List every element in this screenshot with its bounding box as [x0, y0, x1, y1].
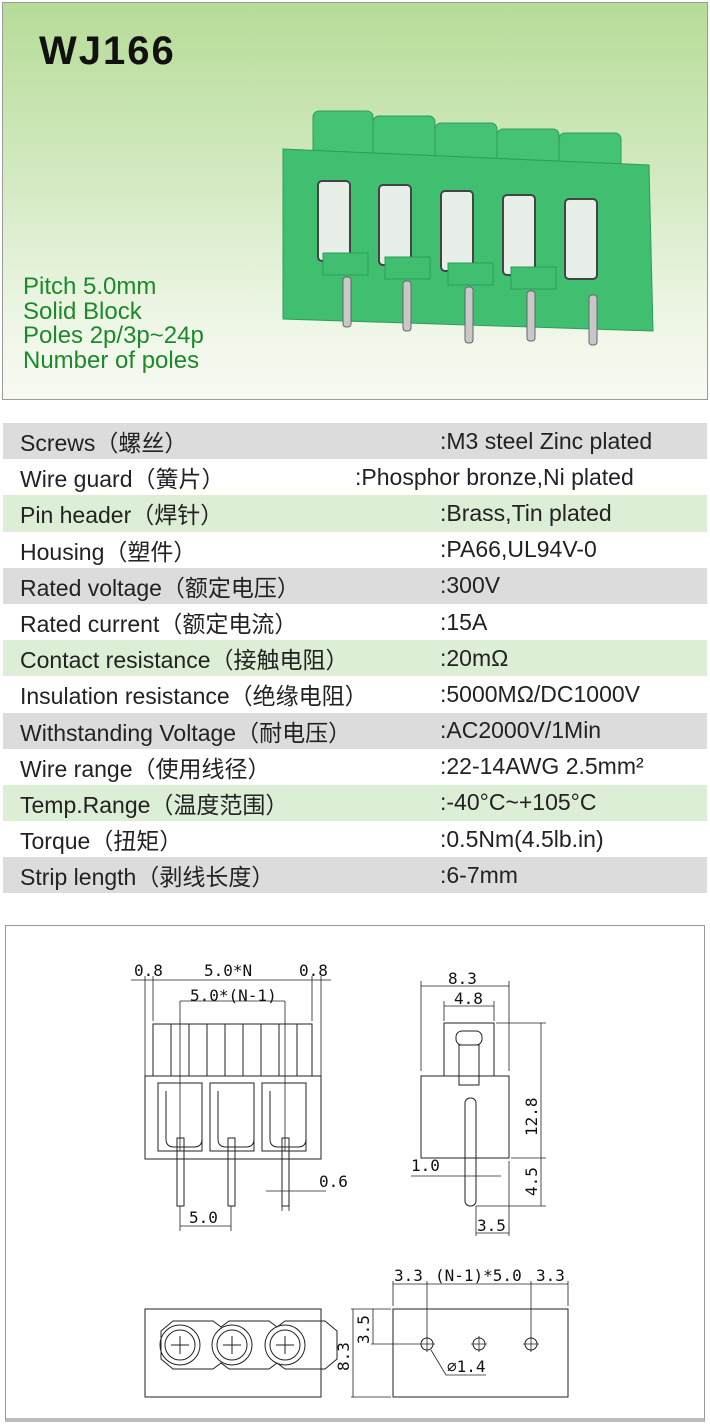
feature-number: Number of poles: [23, 346, 200, 374]
dim-side-pin-width: 1.0: [411, 1156, 440, 1175]
spec-row: Strip length（剥线长度） :6-7mm: [3, 857, 707, 894]
spec-label: Wire range（使用线径）: [20, 755, 271, 782]
side-view: [411, 981, 546, 1236]
terminal-block-photo: [282, 110, 654, 346]
feature-block: Solid Block: [23, 297, 142, 325]
spec-value: :M3 steel Zinc plated: [440, 427, 653, 454]
dim-front-pitch: 5.0: [189, 1208, 218, 1227]
dim-front-span: 5.0*(N-1): [190, 986, 277, 1005]
spec-value: :6-7mm: [440, 861, 518, 888]
dim-bottom-depth: 8.3: [334, 1342, 353, 1371]
spec-value: :15A: [440, 608, 488, 635]
dim-side-pin-length: 4.5: [522, 1167, 541, 1196]
dim-front-total: 5.0*N: [204, 961, 252, 980]
spec-value: :5000MΩ/DC1000V: [440, 680, 641, 707]
dim-bottom-edge-right: 3.3: [536, 1266, 565, 1285]
spec-value: :0.5Nm(4.5lb.in): [440, 825, 604, 852]
spec-row: Housing（塑件） :PA66,UL94V-0: [3, 532, 707, 568]
dim-side-pin-position: 3.5: [477, 1216, 506, 1235]
dim-front-edge-left: 0.8: [134, 961, 163, 980]
spec-label: Pin header（焊针）: [20, 502, 224, 529]
spec-row: Contact resistance（接触电阻） :20mΩ: [3, 640, 707, 677]
dim-bottom-edge-left: 3.3: [394, 1266, 423, 1285]
spec-value: :20mΩ: [440, 644, 509, 671]
dim-front-pin: 0.6: [319, 1172, 348, 1191]
bottom-view: [351, 1281, 569, 1398]
spec-label: Torque（扭矩）: [20, 828, 183, 855]
dim-bottom-hole-offset: 3.5: [354, 1315, 373, 1344]
spec-value: :AC2000V/1Min: [440, 717, 602, 744]
spec-row: Wire range（使用线径） :22-14AWG 2.5mm²: [3, 749, 707, 785]
spec-row: Insulation resistance（绝缘电阻） :5000MΩ/DC100…: [3, 676, 707, 712]
top-view: [144, 1308, 338, 1398]
dim-front-edge-right: 0.8: [299, 961, 328, 980]
dim-bottom-span: (N-1)*5.0: [435, 1266, 522, 1285]
spec-value: :Phosphor bronze,Ni plated: [355, 463, 634, 490]
spec-value: :300V: [440, 572, 501, 599]
product-hero-panel: WJ166 Pitch 5.0mm Solid Block Poles 2p/3…: [2, 2, 708, 400]
dim-side-width: 8.3: [448, 969, 477, 988]
spec-row: Rated voltage（额定电压） :300V: [3, 567, 707, 604]
spec-row: Rated current（额定电流） :15A: [3, 604, 707, 640]
feature-pitch: Pitch 5.0mm: [23, 273, 157, 300]
spec-row: Withstanding Voltage（耐电压） :AC2000V/1Min: [3, 712, 707, 749]
spec-label: Housing（塑件）: [20, 538, 197, 565]
feature-poles: Poles 2p/3p~24p: [23, 322, 204, 349]
spec-value: :Brass,Tin plated: [440, 499, 612, 526]
spec-label: Strip length（剥线长度）: [20, 864, 275, 891]
spec-label: Contact resistance（接触电阻）: [20, 647, 349, 674]
front-view: [131, 976, 331, 1231]
spec-value: :22-14AWG 2.5mm²: [440, 753, 644, 780]
spec-row: Torque（扭矩） :0.5Nm(4.5lb.in): [3, 821, 707, 857]
spec-row: Temp.Range（温度范围） :-40°C~+105°C: [3, 784, 707, 822]
dim-side-top-width: 4.8: [454, 989, 483, 1008]
spec-label: Wire guard（簧片）: [20, 466, 225, 493]
spec-label: Temp.Range（温度范围）: [20, 791, 289, 818]
dim-side-height: 12.8: [522, 1097, 541, 1136]
spec-label: Rated voltage（额定电压）: [20, 574, 300, 601]
spec-label: Screws（螺丝）: [20, 430, 188, 457]
spec-label: Rated current（额定电流）: [20, 611, 298, 638]
model-title: WJ166: [39, 29, 176, 73]
spec-label: Withstanding Voltage（耐电压）: [20, 719, 352, 746]
spec-value: :-40°C~+105°C: [440, 789, 597, 816]
dimension-drawing: 0.8 5.0*N 0.8 5.0*(N-1) 5.0 0.6 8.3 4.8 …: [131, 961, 569, 1398]
feature-list: Pitch 5.0mm Solid Block Poles 2p/3p~24p …: [23, 273, 204, 374]
spec-row: Wire guard（簧片） :Phosphor bronze,Ni plated: [3, 459, 707, 495]
spec-label: Insulation resistance（绝缘电阻）: [20, 683, 368, 710]
spec-row: Screws（螺丝） :M3 steel Zinc plated: [3, 423, 707, 460]
spec-value: :PA66,UL94V-0: [440, 536, 597, 563]
dim-bottom-hole-diameter: ⌀1.4: [447, 1357, 486, 1376]
dimension-drawing-panel: 0.8 5.0*N 0.8 5.0*(N-1) 5.0 0.6 8.3 4.8 …: [5, 925, 705, 1422]
spec-row: Pin header（焊针） :Brass,Tin plated: [3, 495, 707, 532]
